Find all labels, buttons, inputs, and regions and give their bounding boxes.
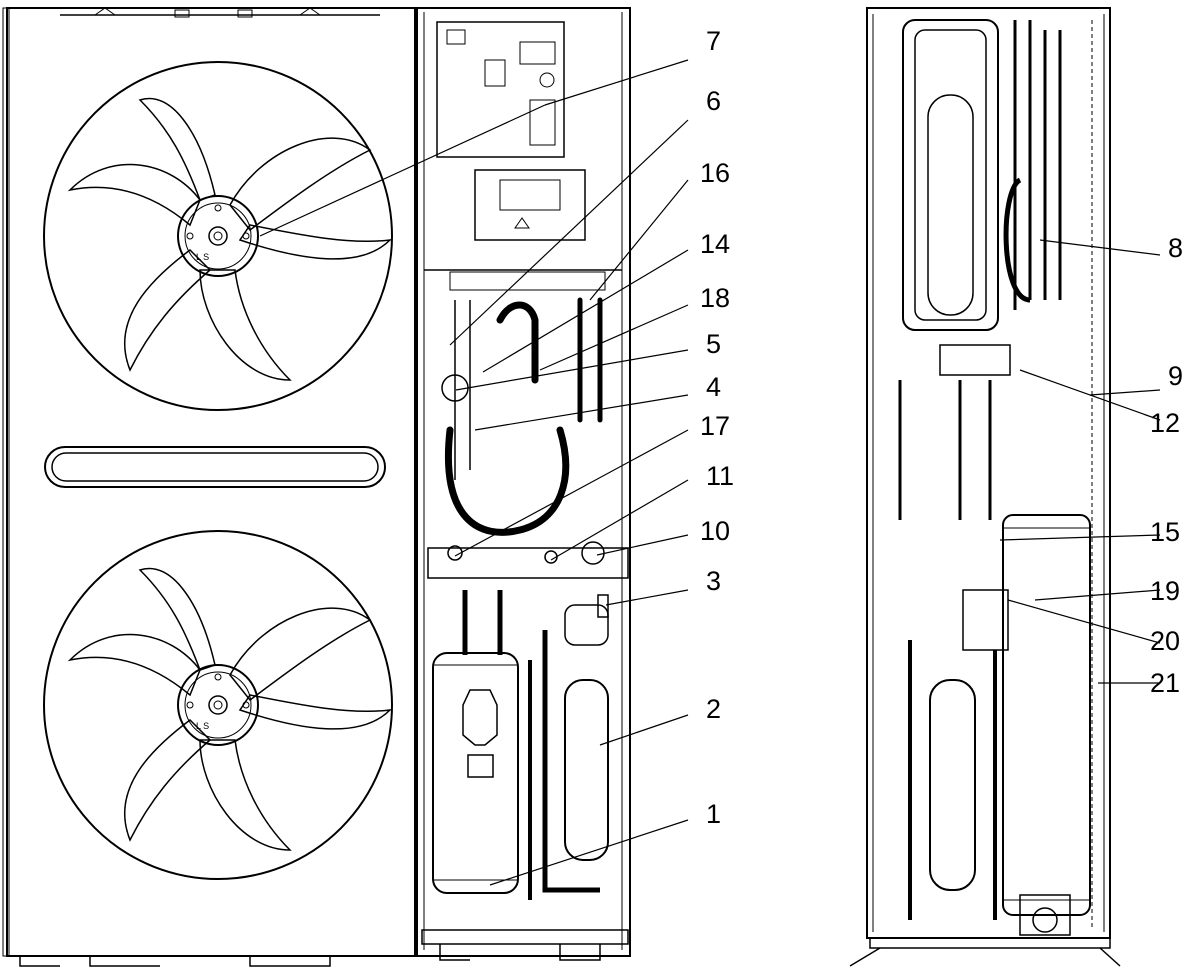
callout-4: 4 xyxy=(706,372,721,402)
callout-21: 21 xyxy=(1150,668,1180,698)
callout-17: 17 xyxy=(700,411,730,441)
callout-19: 19 xyxy=(1150,576,1180,606)
callout-3: 3 xyxy=(706,566,721,596)
callout-8: 8 xyxy=(1168,233,1183,263)
callout-1: 1 xyxy=(706,799,721,829)
upper-fan-motor-label: L S xyxy=(196,252,209,262)
callout-6: 6 xyxy=(706,86,721,116)
callout-18: 18 xyxy=(700,283,730,313)
lower-fan-motor-label: L S xyxy=(196,721,209,731)
callout-15: 15 xyxy=(1150,517,1180,547)
callout-2: 2 xyxy=(706,694,721,724)
callout-20: 20 xyxy=(1150,626,1180,656)
callout-7: 7 xyxy=(706,26,721,56)
upper-fan: L S xyxy=(43,61,393,411)
side-view xyxy=(849,7,1121,967)
callout-9: 9 xyxy=(1168,361,1183,391)
front-panel xyxy=(2,7,416,967)
callout-14: 14 xyxy=(700,229,730,259)
callout-5: 5 xyxy=(706,329,721,359)
callout-11: 11 xyxy=(706,461,734,491)
callout-12: 12 xyxy=(1150,408,1180,438)
interior-compartment xyxy=(416,7,631,961)
callout-labels: 7 6 16 14 18 5 4 17 11 10 3 2 1 8 9 12 1… xyxy=(700,26,1183,829)
callout-10: 10 xyxy=(700,516,730,546)
lower-fan: L S xyxy=(43,530,393,880)
callout-16: 16 xyxy=(700,158,730,188)
leader-lines xyxy=(259,59,1161,886)
